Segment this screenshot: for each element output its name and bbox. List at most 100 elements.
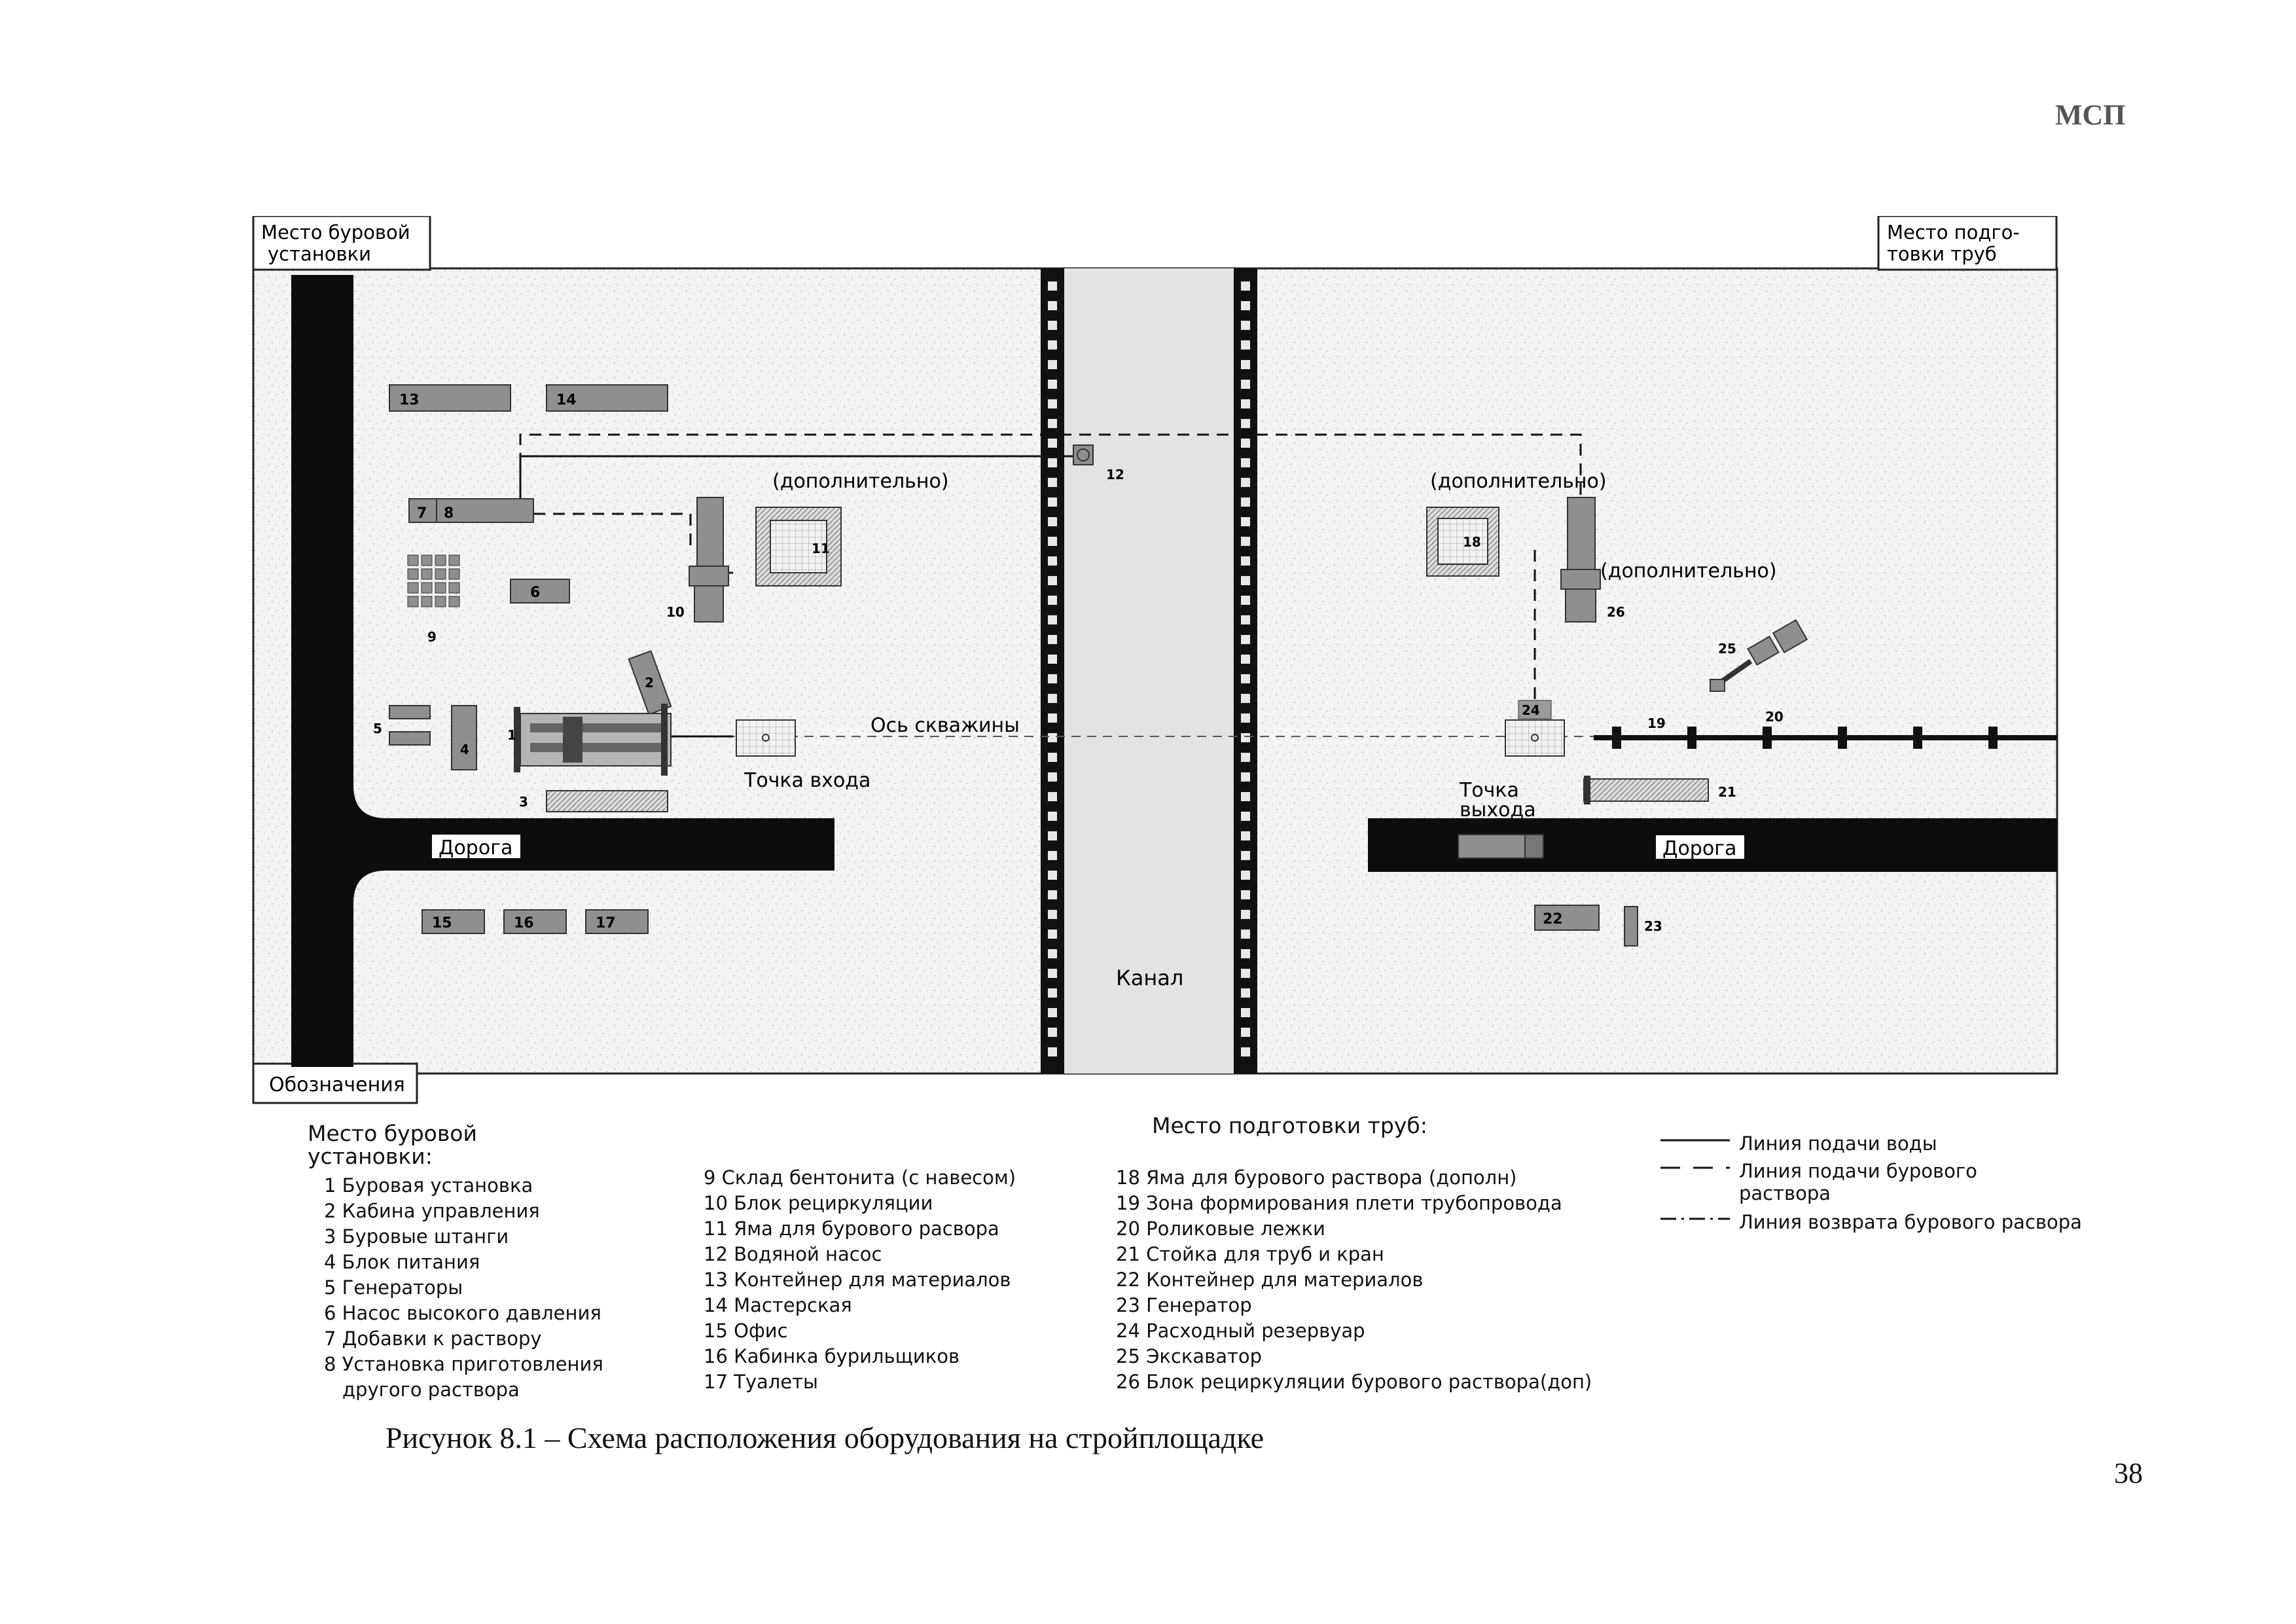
legend-item: 19 Зона формирования плети трубопровода <box>1116 1192 1562 1214</box>
equipment-24-tank <box>1518 700 1552 719</box>
bentonite-bag <box>435 582 446 594</box>
bank-rung <box>1048 713 1057 723</box>
svg-text:18: 18 <box>1463 534 1481 550</box>
equipment-16-drillers-cabin <box>503 909 567 934</box>
legend-item: 16 Кабинка бурильщиков <box>704 1345 960 1367</box>
svg-text:товки труб: товки труб <box>1887 243 1997 265</box>
exit-point-label-2: выхода <box>1460 799 1536 821</box>
roller-support <box>1763 727 1772 749</box>
legend-pipe-title: Место подготовки труб: <box>1152 1113 1427 1138</box>
legend-item: 8 Установка приготовления <box>324 1353 603 1375</box>
bentonite-bag <box>421 568 433 580</box>
equipment-4-power-unit: 4 <box>451 705 477 770</box>
bank-rung <box>1048 1008 1057 1017</box>
exit-point-label-1: Точка <box>1459 779 1519 802</box>
bank-rung <box>1048 419 1057 428</box>
bank-rung <box>1241 969 1250 978</box>
bank-rung <box>1241 871 1250 880</box>
bank-rung <box>1241 1008 1250 1017</box>
roller-support <box>1687 727 1696 749</box>
bank-rung <box>1048 655 1057 664</box>
bank-rung <box>1241 439 1250 448</box>
svg-text:11: 11 <box>812 541 830 556</box>
bentonite-bag <box>448 596 460 607</box>
legend-item: 18 Яма для бурового раствора (дополн) <box>1116 1166 1517 1189</box>
road-right-label-bg <box>1656 835 1744 859</box>
bank-rung <box>1048 321 1057 330</box>
bank-rung <box>1048 478 1057 487</box>
bank-rung <box>1241 380 1250 389</box>
bank-rung <box>1048 1047 1057 1056</box>
bentonite-bag <box>435 596 446 607</box>
bank-rung <box>1241 929 1250 939</box>
svg-text:Обозначения: Обозначения <box>269 1074 405 1096</box>
canal-label: Канал <box>1116 965 1183 990</box>
svg-text:22: 22 <box>1543 911 1563 928</box>
svg-text:1: 1 <box>507 727 516 743</box>
zone-label-drilling: Место буровой установки <box>252 216 431 271</box>
road-left-label: Дорога <box>439 837 512 859</box>
bank-rung <box>1048 812 1057 821</box>
equipment-7-8 <box>408 498 534 523</box>
bentonite-bag <box>435 568 446 580</box>
bank-rung <box>1048 1028 1057 1037</box>
bank-rung <box>1241 281 1250 291</box>
bank-rung <box>1241 792 1250 801</box>
bank-rung <box>1241 321 1250 330</box>
bank-rung <box>1241 301 1250 310</box>
legend-column-3: 18 Яма для бурового раствора (дополн) 19 … <box>1116 1165 1592 1395</box>
bank-rung <box>1241 360 1250 369</box>
bank-rung <box>1241 517 1250 526</box>
mud-supply-left <box>533 513 692 547</box>
bentonite-bag <box>407 596 419 607</box>
equipment-10-recirculation: 10 <box>666 497 729 623</box>
canal-bank-rungs <box>1048 281 1250 1056</box>
entry-point-label: Точка входа <box>744 769 870 792</box>
bank-rung <box>1048 458 1057 467</box>
svg-text:19: 19 <box>1647 715 1666 731</box>
bank-rung <box>1048 635 1057 644</box>
bentonite-bag <box>448 554 460 566</box>
legend-item: 25 Экскаватор <box>1116 1345 1263 1367</box>
bentonite-bag <box>448 582 460 594</box>
equipment-1-drilling-rig: 1 <box>507 704 672 776</box>
optional-label-right-2: (дополнительно) <box>1600 560 1777 583</box>
bank-rung <box>1048 380 1057 389</box>
svg-text:4: 4 <box>460 742 469 757</box>
bank-rung <box>1048 969 1057 978</box>
line-legend-water: Линия подачи воды <box>1659 1132 2082 1160</box>
svg-text:17: 17 <box>596 915 616 931</box>
bank-rung <box>1241 890 1250 899</box>
legend-item: 20 Роликовые лежки <box>1116 1218 1325 1240</box>
legend-item: 5 Генераторы <box>324 1276 463 1299</box>
bank-rung <box>1241 713 1250 723</box>
exit-point <box>1505 719 1565 757</box>
bank-rung <box>1241 753 1250 762</box>
bank-rung <box>1241 635 1250 644</box>
svg-text:23: 23 <box>1644 918 1662 934</box>
bank-rung <box>1241 674 1250 683</box>
road-left <box>291 275 834 1067</box>
bank-rung <box>1048 596 1057 605</box>
bentonite-bag <box>448 568 460 580</box>
equipment-exit-truck <box>1458 834 1544 859</box>
legend-item: 6 Насос высокого давления <box>324 1302 601 1324</box>
zone-label-pipe-prep: Место подго- товки труб <box>1877 216 2058 271</box>
svg-text:10: 10 <box>666 604 685 620</box>
bentonite-bag <box>407 568 419 580</box>
legend-item: 3 Буровые штанги <box>324 1225 509 1248</box>
bank-rung <box>1241 831 1250 840</box>
bank-rung <box>1241 340 1250 350</box>
bank-rung <box>1241 419 1250 428</box>
bank-rung <box>1241 478 1250 487</box>
legend-item: 22 Контейнер для материалов <box>1116 1269 1424 1291</box>
equipment-25-excavator: 25 <box>1710 619 1808 692</box>
legend-item: 1 Буровая установка <box>324 1174 533 1197</box>
bank-rung <box>1241 694 1250 703</box>
equipment-12-water-pump: 12 <box>1073 444 1124 482</box>
bank-rung <box>1241 812 1250 821</box>
legend-item: 15 Офис <box>704 1320 788 1342</box>
roller-support <box>1988 727 1998 749</box>
equipment-6-hp-pump <box>510 579 570 604</box>
bank-rung <box>1241 988 1250 998</box>
